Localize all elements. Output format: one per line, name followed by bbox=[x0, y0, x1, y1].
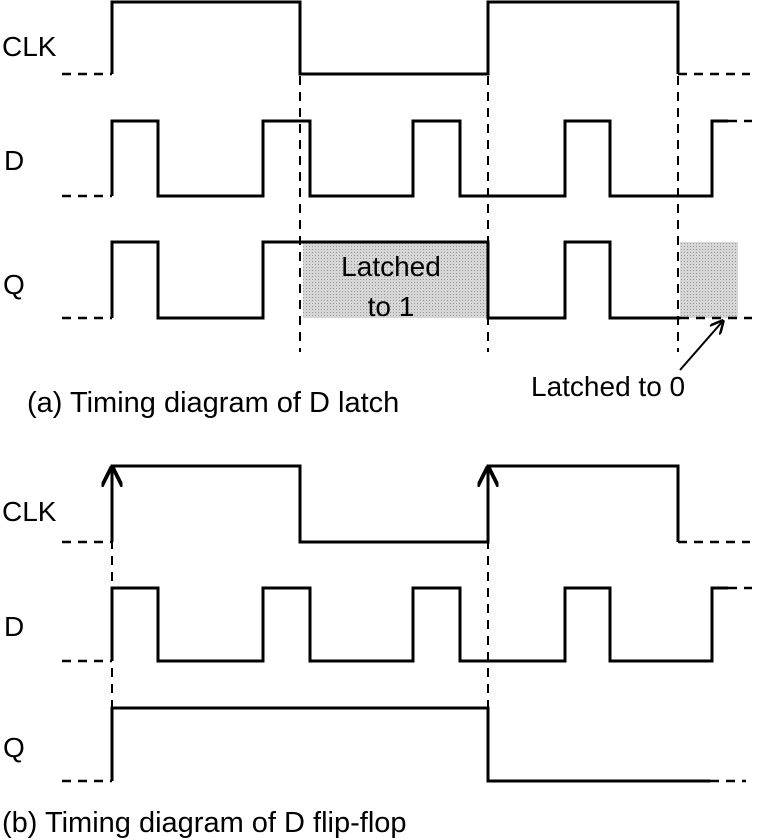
latched-to-0-label: Latched to 0 bbox=[531, 371, 685, 402]
latched-to-0-region bbox=[680, 242, 738, 318]
flipflop-clk-waveform bbox=[110, 464, 680, 544]
latch-clk-label: CLK bbox=[2, 31, 57, 62]
latch-q-waveform bbox=[110, 240, 680, 320]
latched-to-1-label-line2: to 1 bbox=[368, 291, 415, 322]
flipflop-clk-label: CLK bbox=[2, 496, 57, 527]
latched-to-0-arrow bbox=[679, 322, 722, 371]
latch-d-label: D bbox=[4, 145, 24, 176]
flipflop-q-label: Q bbox=[3, 732, 25, 763]
flipflop-diagram: CLK D Q (b) Timing diagram of D flip-flo… bbox=[2, 464, 752, 839]
latched-to-1-label-line1: Latched bbox=[341, 251, 441, 282]
flipflop-d-waveform bbox=[110, 586, 728, 663]
latched-to-1-region bbox=[303, 242, 488, 318]
latch-d-waveform bbox=[110, 119, 728, 198]
latch-q-label: Q bbox=[3, 269, 25, 300]
latch-clk-waveform bbox=[110, 0, 680, 76]
flipflop-d-label: D bbox=[4, 611, 24, 642]
latch-diagram: CLK D Q Latched to 1 Latched to 0 (a) Ti… bbox=[2, 0, 752, 419]
latch-caption: (a) Timing diagram of D latch bbox=[27, 387, 399, 419]
flipflop-caption: (b) Timing diagram of D flip-flop bbox=[2, 807, 407, 839]
flipflop-q-waveform bbox=[110, 706, 710, 783]
